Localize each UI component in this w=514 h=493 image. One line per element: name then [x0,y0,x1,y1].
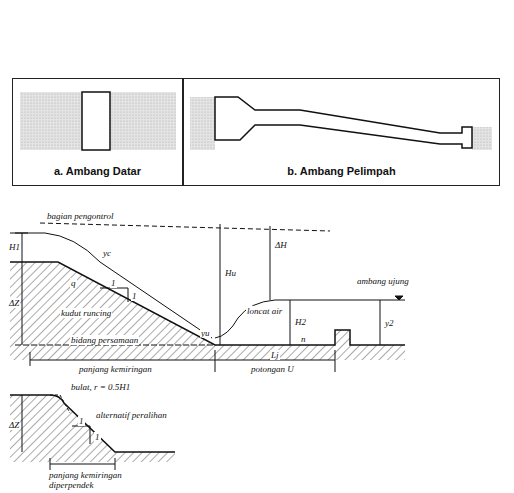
drawing-label: panjang kemiringan diperpendek [48,470,140,490]
drawing-label: bidang persamaan [70,335,139,345]
drawing-label: H1 [8,242,21,252]
drawing-label: ΔH [274,240,288,250]
drawing-label: ΔZ [8,420,20,430]
drawing-label: 1 [131,291,138,301]
drawing-label: 1 [78,416,85,426]
drawing-label: panjang kemiringan [78,364,153,374]
drawing-label: potongan U [250,364,295,374]
drawing-label: yu [200,328,211,338]
drawing-label: y2 [384,318,395,328]
drawing-label: 1 [94,432,101,442]
drawing-label: bagian pengontrol [46,211,114,221]
drawing-label: alternatif peralihan [95,410,168,420]
drawing-label: ambang ujung [356,276,410,286]
panel-caption: b. Ambang Pelimpah [184,165,499,177]
main-section [10,223,405,372]
alternative-section [10,395,175,470]
drawing-label: q [70,278,77,288]
panel-box: a. Ambang Datar [12,78,183,186]
drawing-label: 1 [110,278,117,288]
drawing-label: yc [102,248,112,258]
drawing-label: bulat, r = 0.5H1 [70,382,131,392]
drawing-label: loncat air [246,306,283,316]
panel-caption: a. Ambang Datar [13,165,182,177]
drawing-label: kudut runcing [60,308,112,318]
drawing-label: Lj [270,350,280,360]
drawing-label: Hu [224,268,237,278]
panel-drawings [20,92,492,150]
drawing-label: ΔZ [8,298,20,308]
drawing-label: n [300,334,307,344]
panel-box: b. Ambang Pelimpah [183,78,500,186]
drawing-label: H2 [294,317,307,327]
